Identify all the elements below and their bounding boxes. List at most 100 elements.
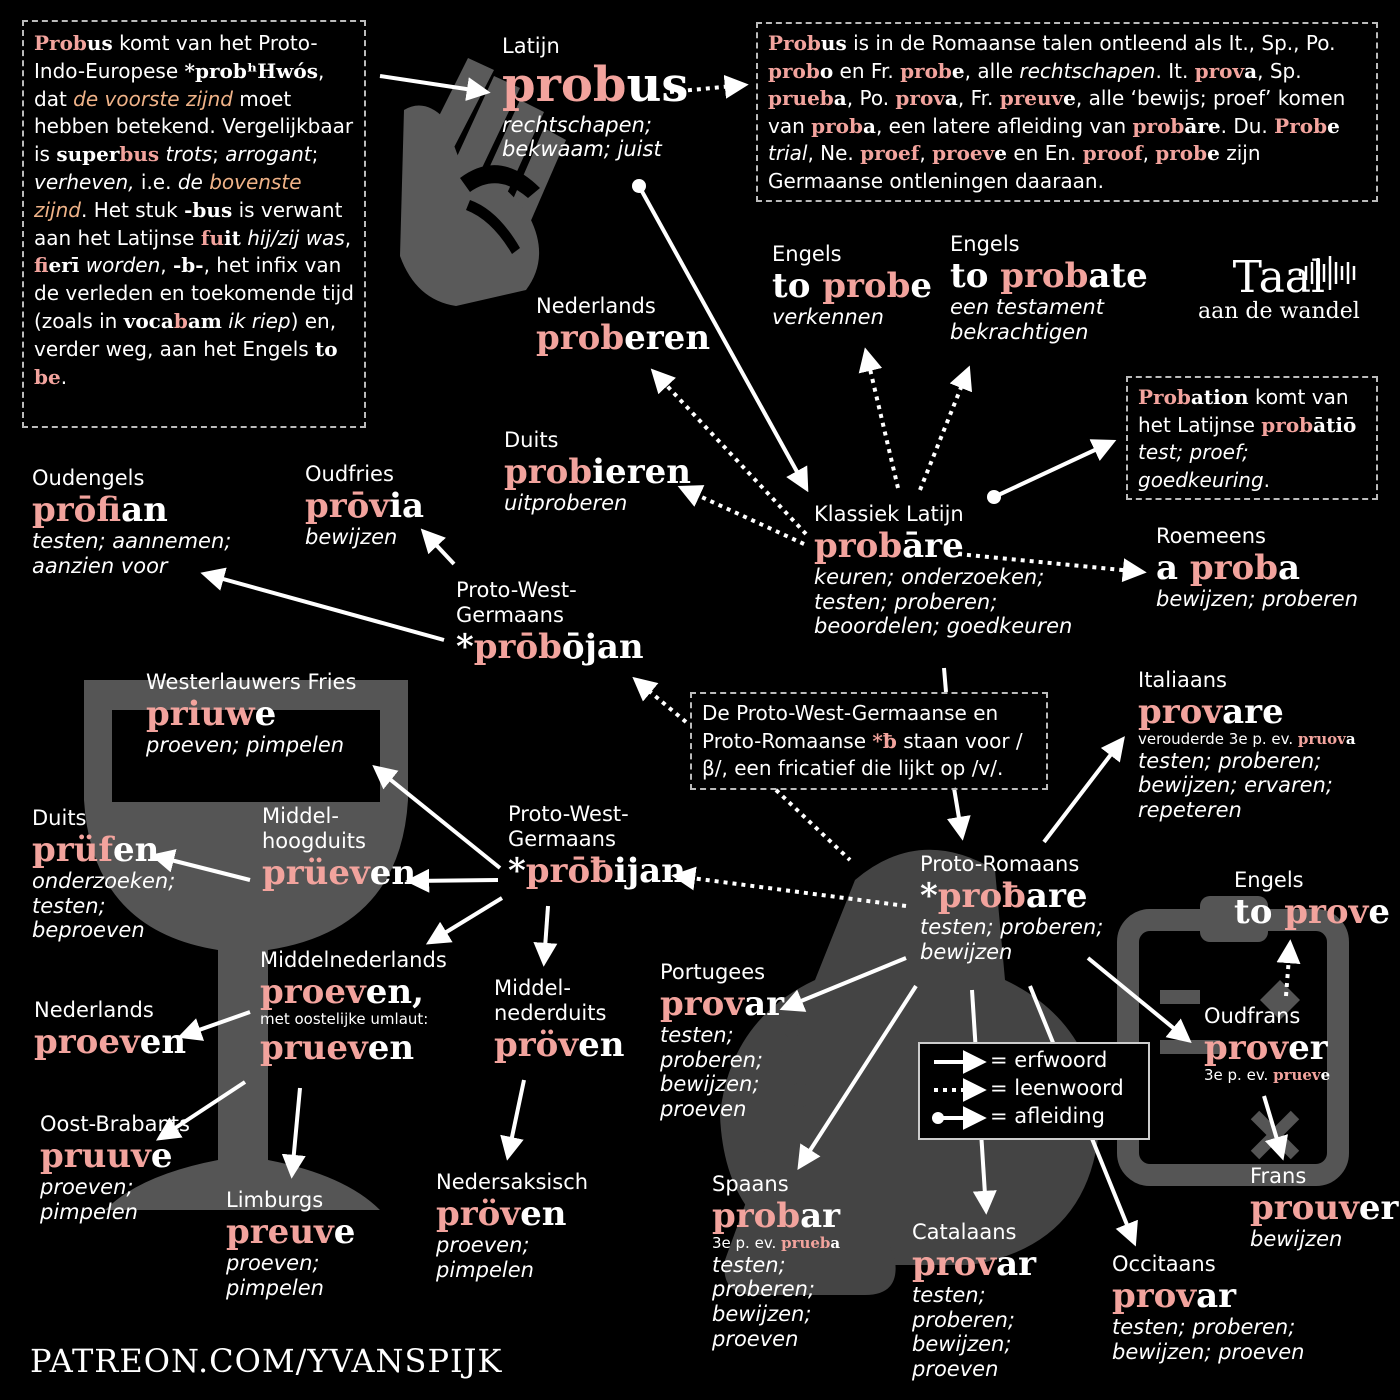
etymon-word-fragment: prov <box>1138 691 1223 732</box>
language-label: Portugees <box>660 960 766 984</box>
legend: = erfwoord = leenwoord = afleiding <box>918 1042 1150 1140</box>
box-probus-loans-fragment: a <box>833 86 847 111</box>
arrow-kl-engels-probate <box>918 365 973 491</box>
gloss: bewijzen <box>1250 1226 1343 1251</box>
arrow-pr-italiaans <box>1042 736 1125 844</box>
etymon-word: prouver <box>1250 1187 1398 1228</box>
language-label: Engels <box>950 232 1020 256</box>
language-label: Italiaans <box>1138 668 1227 692</box>
grammar-note-fragment: pruov <box>1297 729 1346 748</box>
etymon-word-fragment: a <box>1156 547 1190 588</box>
etymon-word: prüeven <box>262 852 416 893</box>
box-probus-origin-fragment: , <box>344 225 352 250</box>
etymon-word-fragment: prüf <box>32 829 114 870</box>
box-probus-origin-fragment: am <box>187 308 222 333</box>
box-probation-fragment: prob <box>1261 412 1314 437</box>
language-label: Proto-Romaans <box>920 852 1080 876</box>
arrow-pr-oudfrans <box>1086 956 1192 1044</box>
box-probus-loans-fragment: , alle <box>964 58 1020 83</box>
etymon-word-fragment: eren <box>624 317 711 358</box>
etymon-word-fragment: en <box>139 1021 187 1062</box>
etymon-word-fragment: prov <box>660 983 745 1024</box>
footer-link[interactable]: PATREON.COM/YVANSPIJK <box>30 1342 503 1380</box>
box-probus-loans-fragment: preuv <box>999 86 1064 111</box>
language-label: Engels <box>1234 868 1304 892</box>
etymon-word-fragment: pruuv <box>40 1135 151 1176</box>
box-probus-loans-fragment: a <box>1244 58 1258 83</box>
box-probus-origin-fragment: worden <box>85 253 161 278</box>
language-label: Middel-nederduits <box>494 976 607 1025</box>
gloss: testen; proberen; bewijzen; proeven <box>660 1022 764 1122</box>
etymon-word: probar <box>712 1197 862 1235</box>
etymon-word: provare <box>1138 693 1390 731</box>
etymon-word-fragment: * <box>508 850 526 891</box>
box-probus-origin-fragment: ) en, verder weg, aan het Engels <box>34 308 337 361</box>
arrow-klassiek-probation <box>993 439 1117 499</box>
box-probus-origin-fragment: de <box>177 169 210 194</box>
box-probus-origin-fragment: trots <box>165 142 213 167</box>
box-probus-origin-fragment: fi <box>34 253 49 278</box>
etymon-word-fragment: prov <box>1204 1027 1289 1068</box>
grammar-note-fragment: prueb <box>781 1233 831 1252</box>
etymon-word-fragment: e <box>1368 891 1390 932</box>
box-probus-origin-fragment: hij/zij was <box>247 225 345 250</box>
etymon-word-fragment: * <box>456 626 474 667</box>
arrow-pwg-oudengels <box>200 567 445 642</box>
etymon-word-fragment: prob <box>504 451 593 492</box>
arrow-pwg2-mnl <box>425 896 504 945</box>
legend-symbols <box>932 1050 987 1130</box>
box-probation-fragment: . <box>1263 467 1271 492</box>
etymon-word-fragment: prob <box>712 1195 801 1236</box>
etymon-word-fragment: prov <box>912 1243 997 1284</box>
etymon-word-fragment: e <box>333 1211 356 1252</box>
etymon-word-fragment: prob <box>536 317 625 358</box>
arrow-oudfrans-engels <box>1276 939 1301 997</box>
box-probus-origin-fragment: -b- <box>172 253 204 278</box>
gloss: proeven; pimpelen <box>40 1174 138 1224</box>
arrow-kl-engels-probe <box>858 347 900 489</box>
etymon-word-fragment: prüev <box>262 852 370 893</box>
etymon-word-variant: prueven <box>260 1027 490 1068</box>
box-probus-origin-fragment: Prob <box>34 31 87 55</box>
arrow-pwg2-westerlauwers <box>372 764 502 870</box>
hand-icon <box>400 58 566 306</box>
etymon-word: prover <box>1204 1029 1354 1067</box>
etymon-word-variant-fragment: pruev <box>260 1027 368 1068</box>
etymon-word: probus <box>502 58 742 113</box>
box-probus-origin-fragment: bovenste zijnd <box>34 169 302 222</box>
box-probus-origin-fragment: -bus <box>184 197 233 222</box>
box-probus-loans-fragment: e <box>1063 86 1076 111</box>
etymon-word-fragment: * <box>920 875 938 916</box>
gloss: bewijzen; proberen <box>1156 586 1359 611</box>
logo-title: Taal <box>1232 252 1326 303</box>
box-probus-origin-fragment: b <box>173 308 188 333</box>
etymon-word-fragment: ōjan <box>561 626 644 667</box>
language-label: Engels <box>772 242 842 266</box>
box-probus-loans-fragment: prueb <box>768 86 834 111</box>
etymon-word-fragment: priuw <box>146 693 255 734</box>
box-probus-origin-fragment: fu <box>200 225 224 250</box>
arrow-pwg2-mnd <box>533 905 558 967</box>
etymon-word: to probe <box>772 267 972 305</box>
box-probation: Probation komt van het Latijnse probātiō… <box>1126 376 1378 500</box>
etymon-word-fragment: prōv <box>305 485 390 526</box>
etymon-word-fragment: prouv <box>1250 1187 1359 1228</box>
grammar-note-fragment: e <box>1320 1065 1331 1084</box>
language-label: Oudfries <box>305 462 394 486</box>
language-label: Frans <box>1250 1164 1307 1188</box>
gloss: testen; aannemen; aanzien voor <box>32 528 232 578</box>
box-probation-fragment: komt van het Latijnse <box>1138 385 1349 437</box>
grammar-note: met oostelijke umlaut: <box>260 1010 490 1029</box>
gloss: testen; proberen; bewijzen; proeven <box>912 1282 1016 1382</box>
box-probus-loans-fragment: en Fr. <box>833 58 901 83</box>
etymon-word: to prove <box>1234 893 1394 931</box>
etymon-word-fragment: prov <box>1284 891 1369 932</box>
box-probus-loans-fragment: e <box>1327 113 1340 138</box>
box-probus-loans-fragment: , Ne. <box>807 141 861 166</box>
legend-leenwoord: = leenwoord <box>990 1076 1124 1100</box>
etymon-word-fragment: ieren <box>592 451 691 492</box>
etymon-word-fragment: to <box>1234 891 1285 932</box>
